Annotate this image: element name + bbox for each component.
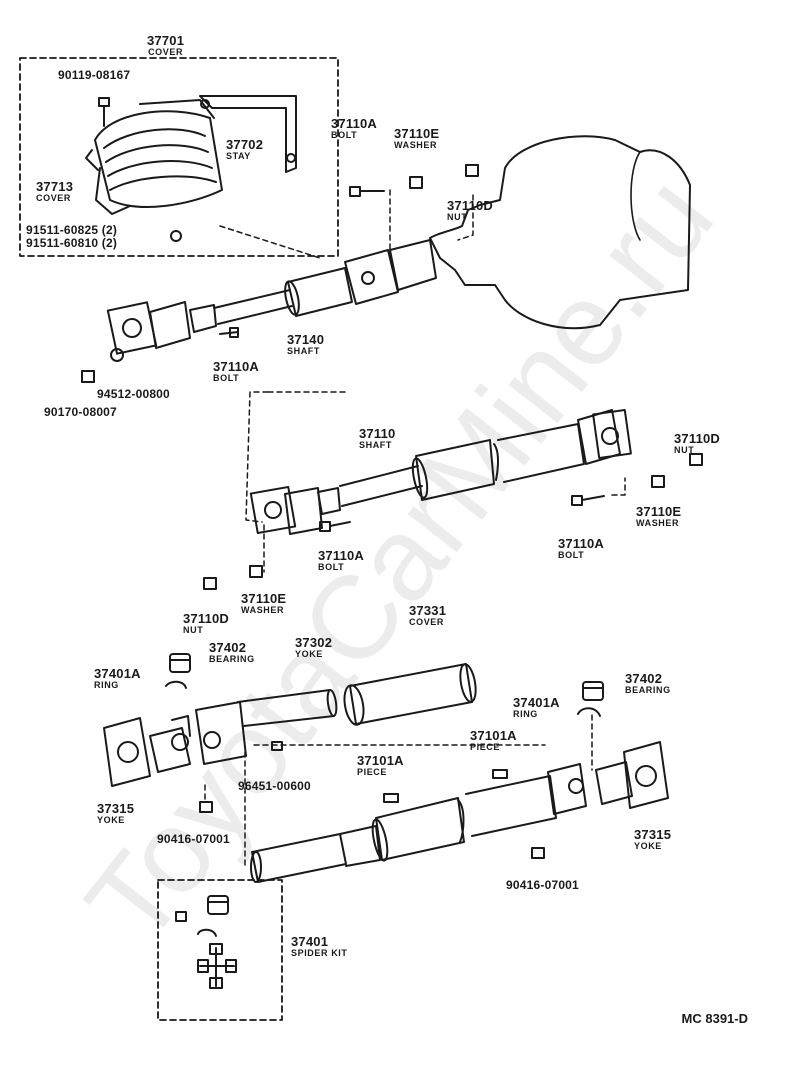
cover-kit-box	[19, 57, 339, 257]
nut-mid-right	[689, 453, 703, 466]
label-shaft-37140: 37140 SHAFT	[287, 332, 325, 356]
washer-mid-left	[249, 565, 263, 578]
spider-kit-parts	[175, 895, 237, 989]
label-cover-37713: 37713 COVER	[36, 179, 74, 203]
label-bolt-front: 37110A BOLT	[213, 359, 260, 383]
label-washer-top: 37110E WASHER	[394, 126, 440, 150]
bolt-front	[219, 327, 239, 338]
bolt-96451	[271, 741, 283, 751]
label-91511-60825: 91511-60825 (2)	[26, 223, 118, 237]
yoke-37315-right	[595, 741, 669, 809]
label-bolt-top: 37110A BOLT	[331, 116, 378, 140]
label-yoke-right: 37315 YOKE	[634, 827, 672, 851]
grease-90416-right	[531, 847, 545, 859]
leader-lines	[204, 189, 626, 866]
nut-mid-left	[203, 577, 217, 590]
bearing-left	[169, 653, 191, 673]
label-96451-00600: 96451-00600	[238, 779, 311, 793]
label-yoke-37302: 37302 YOKE	[295, 635, 333, 659]
transmission-outline	[429, 135, 691, 330]
diagram-code: MC 8391-D	[681, 1011, 748, 1026]
label-washer-mid-right: 37110E WASHER	[636, 504, 682, 528]
cover-37713	[85, 99, 223, 215]
label-yoke-left: 37315 YOKE	[97, 801, 135, 825]
label-nut-mid-left: 37110D NUT	[183, 611, 230, 635]
label-90416-left: 90416-07001	[157, 832, 230, 846]
washer-94512	[110, 348, 124, 362]
slip-shaft	[250, 763, 587, 883]
grease-90416-left	[199, 801, 213, 813]
yoke-37302	[195, 689, 338, 765]
label-cover-37701: 37701 COVER	[147, 33, 185, 57]
label-bearing-left: 37402 BEARING	[209, 640, 255, 664]
label-90119-08167: 90119-08167	[58, 68, 131, 82]
yoke-37315-left	[103, 715, 191, 787]
bolt-90119	[98, 97, 110, 127]
piece-right	[492, 769, 508, 779]
washer-top	[409, 176, 423, 189]
label-nut-top: 37110D NUT	[447, 198, 494, 222]
label-stay-37702: 37702 STAY	[226, 137, 264, 161]
spider-kit-box	[157, 879, 283, 1021]
label-94512-00800: 94512-00800	[97, 387, 170, 401]
nut-90170	[81, 370, 95, 383]
label-washer-mid-left: 37110E WASHER	[241, 591, 287, 615]
label-bearing-right: 37402 BEARING	[625, 671, 671, 695]
cover-37331	[343, 663, 477, 726]
shaft-37140	[106, 239, 437, 355]
bolt-top	[349, 186, 385, 197]
nut-top	[465, 164, 479, 177]
label-bolt-mid: 37110A BOLT	[318, 548, 365, 572]
label-90416-right: 90416-07001	[506, 878, 579, 892]
label-ring-left: 37401A RING	[94, 666, 141, 690]
label-cover-37331: 37331 COVER	[409, 603, 447, 627]
label-90170-08007: 90170-08007	[44, 405, 117, 419]
label-piece-left: 37101A PIECE	[357, 753, 404, 777]
washer-mid-right	[651, 475, 665, 488]
label-piece-right: 37101A PIECE	[470, 728, 517, 752]
label-nut-mid-right: 37110D NUT	[674, 431, 721, 455]
piece-left	[383, 793, 399, 803]
label-shaft-37110: 37110 SHAFT	[359, 426, 396, 450]
ring-left	[165, 680, 187, 689]
bearing-right	[582, 681, 604, 701]
bolt-mid	[319, 521, 351, 532]
ring-right	[577, 707, 601, 717]
washer-91511	[170, 230, 182, 242]
label-91511-60810: 91511-60810 (2)	[26, 236, 118, 250]
label-spider-kit: 37401 SPIDER KIT	[291, 934, 348, 958]
shaft-37110	[249, 408, 632, 535]
label-bolt-mid-right: 37110A BOLT	[558, 536, 605, 560]
label-ring-right: 37401A RING	[513, 695, 560, 719]
bolt-mid-right	[571, 495, 605, 506]
